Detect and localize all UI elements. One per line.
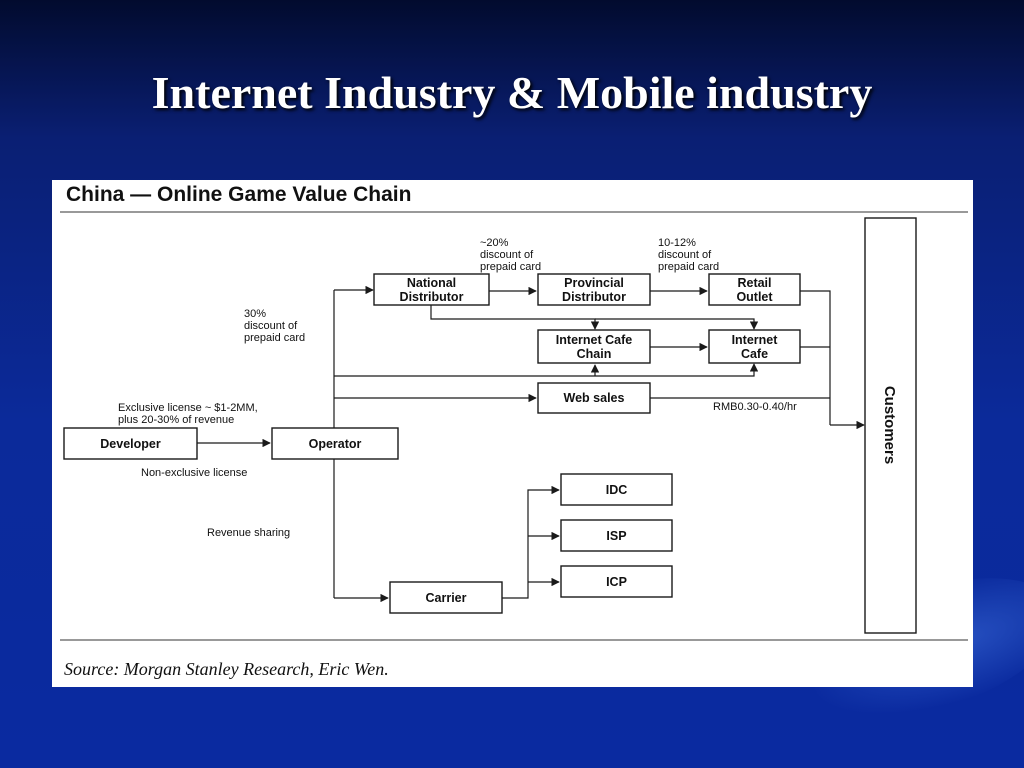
svg-text:plus 20-30% of revenue: plus 20-30% of revenue xyxy=(118,414,234,426)
node-retail-outlet: Retail Outlet xyxy=(708,273,801,306)
svg-text:discount of: discount of xyxy=(244,320,298,332)
note-discount-10-12: 10-12% discount of prepaid card xyxy=(658,237,719,273)
node-carrier: Carrier xyxy=(389,581,503,614)
note-non-exclusive-license: Non-exclusive license xyxy=(141,467,247,479)
svg-text:prepaid card: prepaid card xyxy=(658,261,719,273)
svg-text:30%: 30% xyxy=(244,308,266,320)
node-icp: ICP xyxy=(560,565,673,598)
svg-text:Retail: Retail xyxy=(737,276,771,290)
node-isp: ISP xyxy=(560,519,673,552)
value-chain-diagram: China — Online Game Value Chain Source: … xyxy=(52,180,973,687)
svg-text:Distributor: Distributor xyxy=(562,290,626,304)
note-rate: RMB0.30-0.40/hr xyxy=(713,401,797,413)
svg-text:Operator: Operator xyxy=(309,437,362,451)
svg-text:prepaid card: prepaid card xyxy=(480,261,541,273)
source-note: Source: Morgan Stanley Research, Eric We… xyxy=(64,659,389,679)
note-discount-20: ~20% discount of prepaid card xyxy=(480,237,541,273)
svg-text:prepaid card: prepaid card xyxy=(244,332,305,344)
connectors xyxy=(197,285,865,603)
svg-text:ISP: ISP xyxy=(606,529,626,543)
svg-text:discount of: discount of xyxy=(480,249,534,261)
svg-text:discount of: discount of xyxy=(658,249,712,261)
svg-text:National: National xyxy=(407,276,456,290)
node-internet-cafe-chain: Internet Cafe Chain xyxy=(537,329,651,364)
svg-text:Web sales: Web sales xyxy=(564,391,625,405)
node-customers: Customers xyxy=(864,217,917,634)
svg-text:Internet Cafe: Internet Cafe xyxy=(556,333,632,347)
svg-text:Distributor: Distributor xyxy=(400,290,464,304)
svg-text:Outlet: Outlet xyxy=(736,290,773,304)
node-internet-cafe: Internet Cafe xyxy=(708,329,801,364)
svg-text:10-12%: 10-12% xyxy=(658,237,696,249)
svg-text:Developer: Developer xyxy=(100,437,161,451)
node-operator: Operator xyxy=(271,427,399,460)
svg-text:~20%: ~20% xyxy=(480,237,509,249)
node-national-distributor: National Distributor xyxy=(373,273,490,306)
svg-text:ICP: ICP xyxy=(606,575,627,589)
node-web-sales: Web sales xyxy=(537,382,651,414)
note-revenue-sharing: Revenue sharing xyxy=(207,527,290,539)
note-exclusive-license: Exclusive license ~ $1-2MM, plus 20-30% … xyxy=(118,402,258,426)
svg-text:Internet: Internet xyxy=(732,333,779,347)
svg-text:Carrier: Carrier xyxy=(426,591,467,605)
note-discount-30: 30% discount of prepaid card xyxy=(244,308,305,344)
svg-text:IDC: IDC xyxy=(606,483,628,497)
svg-text:Provincial: Provincial xyxy=(564,276,624,290)
node-provincial-distributor: Provincial Distributor xyxy=(537,273,651,306)
svg-text:Exclusive license ~ $1-2MM,: Exclusive license ~ $1-2MM, xyxy=(118,402,258,414)
svg-text:Chain: Chain xyxy=(577,347,612,361)
node-developer: Developer xyxy=(63,427,198,460)
node-idc: IDC xyxy=(560,473,673,506)
slide-title: Internet Industry & Mobile industry xyxy=(151,67,873,118)
svg-text:Cafe: Cafe xyxy=(741,347,768,361)
svg-text:Customers: Customers xyxy=(881,386,898,464)
diagram-title: China — Online Game Value Chain xyxy=(66,183,411,206)
